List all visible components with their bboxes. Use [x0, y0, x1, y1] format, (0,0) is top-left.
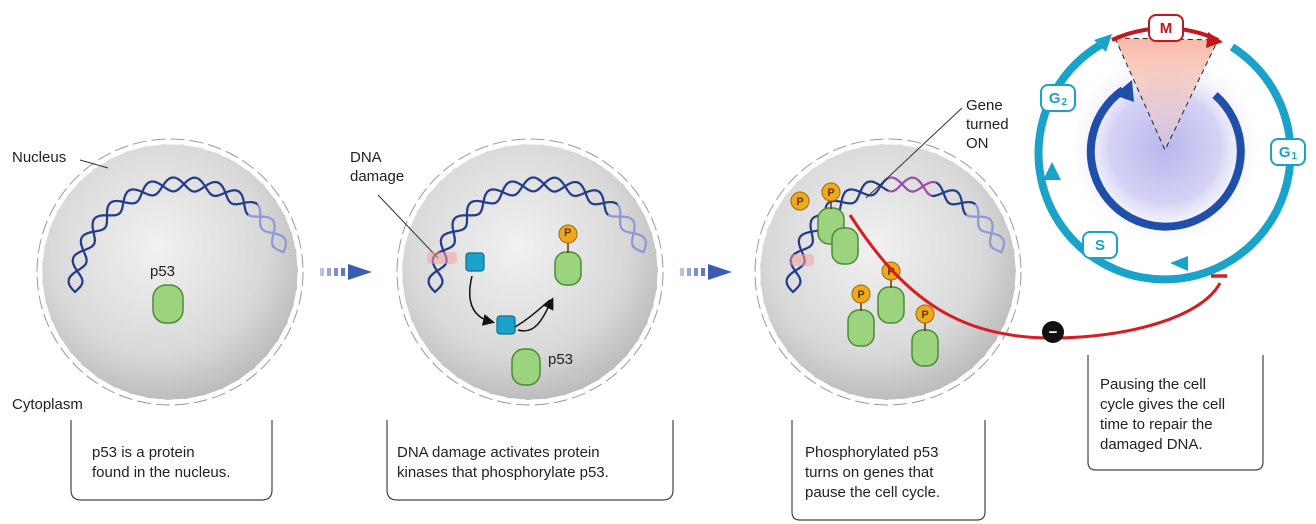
damage-site-marker-3 — [790, 254, 814, 266]
dna-helix-3 — [785, 176, 1006, 294]
activation-arrow — [469, 275, 495, 326]
caption-box-4 — [1087, 355, 1264, 471]
nucleus-2 — [402, 144, 658, 400]
caption-box-1 — [70, 420, 273, 501]
cell-cycle-diagram — [1034, 26, 1295, 284]
phosphate-transfer-arrow — [514, 299, 551, 328]
caption-box-2 — [386, 420, 674, 501]
p53-label-panel1: p53 — [150, 263, 176, 280]
cycle-inner-ring — [1086, 86, 1245, 231]
nuclear-envelope-3 — [755, 139, 1021, 405]
caption-panel1: p53 is a protein found in the nucleus. — [92, 444, 231, 481]
dna-damage-pointer-line — [377, 194, 439, 259]
p53-phosphorylated-5 — [831, 227, 859, 265]
p53-protein-panel2 — [511, 348, 541, 386]
nuclear-envelope-outline-1 — [36, 138, 304, 406]
phase-s-badge: S — [1082, 231, 1118, 259]
cycle-outer-ring — [1034, 40, 1295, 284]
dna-helix-1 — [67, 176, 288, 294]
p53-protein-phosphorylated-panel2 — [554, 251, 582, 286]
p53-label-panel2: p53 — [548, 351, 574, 368]
gene-turned-on-label: Gene turned ON — [966, 97, 1009, 152]
transition-arrow-1 — [320, 264, 372, 280]
cytoplasm-label: Cytoplasm — [12, 396, 83, 413]
caption-box-3 — [791, 420, 986, 521]
phosphate-group-2 — [851, 284, 871, 304]
kinase-active — [496, 315, 516, 335]
nuclear-envelope-2 — [397, 139, 663, 405]
damage-site-marker — [427, 252, 457, 264]
nuclear-envelope-1 — [37, 139, 303, 405]
phosphate-label: P — [921, 309, 928, 321]
nuclear-envelope-outline-2 — [396, 138, 664, 406]
inhibition-symbol — [1042, 321, 1064, 343]
nucleus-label: Nucleus — [12, 149, 67, 166]
dna-strand-segment — [282, 247, 286, 254]
gene-pointer-line — [865, 107, 963, 199]
phosphate-group-dna-bound — [790, 191, 810, 211]
m-phase-wedge — [1114, 37, 1219, 152]
phosphate-group-4 — [915, 304, 935, 324]
kinase-inactive — [465, 252, 485, 272]
phosphate-group-1 — [821, 182, 841, 202]
phosphate-label: P — [857, 289, 864, 301]
p53-phosphorylated-4 — [911, 329, 939, 367]
caption-panel3: Phosphorylated p53 turns on genes that p… — [805, 444, 941, 501]
phosphate-label: P — [827, 187, 834, 199]
p53-protein-panel1 — [152, 284, 184, 324]
phosphate-group — [558, 224, 578, 244]
p53-phosphorylated-2 — [847, 309, 875, 347]
transition-arrow-2 — [680, 264, 732, 280]
phosphate-label: P — [887, 266, 894, 278]
dna-strand-segment — [642, 247, 646, 254]
dna-strand-segment — [1000, 247, 1004, 254]
nuclear-envelope-outline-3 — [754, 138, 1022, 406]
phosphate-label-p2: P — [564, 227, 572, 239]
phosphate-label: P — [796, 196, 803, 208]
nucleus-1 — [42, 144, 298, 400]
dna-damage-label: DNA damage — [350, 149, 405, 185]
phosphorylation-arrow — [517, 297, 554, 332]
inhibition-minus: − — [1049, 324, 1058, 341]
caption-panel4: Pausing the cell cycle gives the cell ti… — [1100, 376, 1226, 453]
caption-panel2: DNA damage activates protein kinases tha… — [397, 444, 609, 481]
nucleus-pointer-line — [79, 159, 109, 169]
phase-m-badge: M — [1148, 14, 1184, 42]
p53-phosphorylated-3 — [877, 286, 905, 324]
